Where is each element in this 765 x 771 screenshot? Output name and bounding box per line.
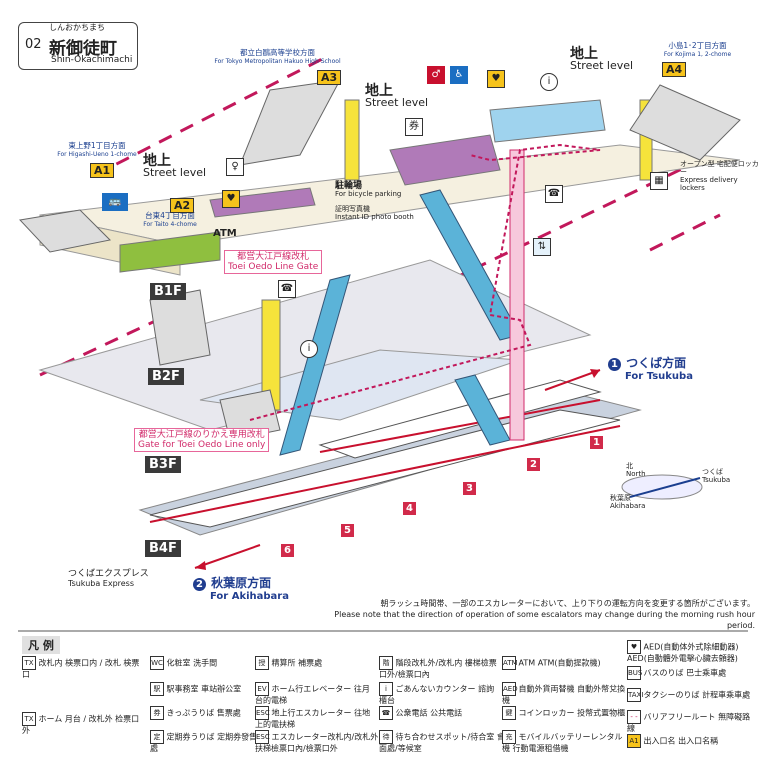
legend-item: BUS バスのりば 巴士乘車處 (627, 666, 757, 680)
legend-item: 鍵 コインロッカー 投幣式置物櫃 (502, 706, 627, 720)
direction-tsukuba: 1 つくば方面 For Tsukuba (608, 352, 693, 382)
exit-a3-badge: A3 (317, 70, 342, 85)
exit-a2-badge: A2 (170, 198, 195, 213)
aed-icon: ♥ (487, 70, 505, 88)
platform-number-6: 6 (281, 544, 294, 557)
arrow-tsukuba (544, 369, 601, 391)
exit-a4-direction: 小島1･2丁目方面 For Kojima 1, 2-chome (663, 41, 732, 58)
photo-room (209, 187, 316, 218)
platform-number-4: 4 (403, 502, 416, 515)
exit-a3-direction: 都立白鷗高等学校方面 For Tokyo Metropolitan Hakuo … (214, 48, 341, 65)
ticket-machine-icon: 券 (405, 118, 423, 136)
legend-item: - - バリアフリールート 無障礙路線 (627, 710, 757, 733)
street-room-a3 (389, 134, 501, 186)
legend-item: ESC エスカレーター改札内/改札外 電扶梯檢票口內/檢票口外 (255, 730, 390, 753)
legend-item: ♥ AED(自動体外式除細動器) AED(自動體外電擊心臟去顫器) (627, 640, 762, 663)
legend-item: 授 精算所 補票處 (255, 656, 375, 670)
photo-booth-label: 証明写真機 Instant ID photo booth (335, 205, 414, 221)
legend-grid: TX 改札内 検票口内 / 改札 検票口 TX ホーム 月台 / 改札外 检票口… (22, 640, 762, 768)
bicycle-parking-label: 駐輪場 For bicycle parking (335, 181, 402, 199)
escalator-b2-b4 (279, 274, 351, 456)
delivery-lockers-label: オープン型 宅配便ロッカー Express delivery lockers (680, 160, 759, 192)
station-name-en: Shin-Okachimachi (51, 55, 133, 65)
platform-number-1: 1 (590, 436, 603, 449)
elevator-shaft-a3 (344, 99, 360, 181)
legend-item: 階 階段改札外/改札内 樓梯檢票口外/檢票口內 (379, 656, 499, 679)
platform-number-3: 3 (463, 482, 476, 495)
escalator-note: 朝ラッシュ時間帯、一部のエスカレーターにおいて、上り下りの運転方向を変更する箇所… (334, 599, 755, 630)
station-name-jp: 新御徒町 (49, 39, 117, 59)
phone-icon: ☎ (545, 185, 563, 203)
legend-item: A1 出入口名 出入口名稱 (627, 734, 757, 748)
station-map (18, 53, 741, 570)
tsukuba-express-label: つくばエクスプレス Tsukuba Express (68, 569, 149, 588)
toilet-icon-a2: ♀ (226, 158, 244, 176)
legend-item: WC 化粧室 洗手間 (150, 656, 260, 670)
info-icon-b2: i (300, 340, 318, 358)
a2-room (119, 231, 221, 273)
elevator-icon: ⇅ (533, 238, 551, 256)
stairs-b2-b3 (219, 389, 281, 441)
bus-icon: 🚌 (102, 193, 128, 211)
platform-number-5: 5 (341, 524, 354, 537)
elevator-shaft-main (509, 149, 525, 441)
toilet-icon: ♂ (427, 66, 445, 84)
direction-akihabara: 2 秋葉原方面 For Akihabara (193, 572, 289, 602)
legend-item: 券 きっぷうりば 售票處 (150, 706, 260, 720)
legend-item: ESC 地上行エスカレーター 往地上的電扶梯 (255, 706, 375, 729)
floor-b1f: B1F (150, 283, 186, 300)
floor-b3f: B3F (145, 456, 181, 473)
legend-item: i ごあんないカウンター 諮詢櫃台 (379, 682, 499, 705)
legend-item: 充 モバイルバッテリーレンタル機 行動電源租借機 (502, 730, 627, 753)
wheelchair-icon: ♿ (450, 66, 468, 84)
station-code: 02 (25, 37, 42, 52)
exit-a4-badge: A4 (662, 62, 687, 77)
exit-a1-badge: A1 (90, 163, 115, 178)
floor-b2f: B2F (148, 368, 184, 385)
legend-item: TAXI タクシーのりば 計程車乘車處 (627, 688, 757, 702)
platform-number-2: 2 (527, 458, 540, 471)
stairs-a1 (18, 209, 112, 253)
legend-title: 凡 例 (22, 636, 60, 654)
legend-item: 定 定期券うりば 定期券發售處 (150, 730, 260, 753)
legend-item: 待 待ち合わせスポット/待合室 會面處/等候室 (379, 730, 509, 753)
stairs-a3 (239, 79, 341, 166)
legend-item: TX 改札内 検票口内 / 改札 検票口 (22, 656, 147, 679)
stairs-b1-b2 (149, 289, 211, 366)
legend-item: EV ホーム行エレベーター 往月台的電梯 (255, 682, 375, 705)
street-line (94, 53, 331, 177)
aed-icon-a2: ♥ (222, 190, 240, 208)
legend-item: ATM ATM ATM(自動提款機) (502, 656, 627, 670)
barrier-free-route (249, 143, 601, 421)
legend-item: ☎ 公衆電話 公共電話 (379, 706, 499, 720)
legend-item: TX ホーム 月台 / 改札外 检票口外 (22, 712, 147, 735)
legend-item: 駅 駅事務室 車站辦公室 (150, 682, 260, 696)
station-ruby: しんおかちまち (49, 23, 105, 32)
atm-label: ATM (213, 228, 237, 239)
a4-service-room (489, 99, 606, 143)
legend-divider (18, 630, 748, 632)
info-icon: i (540, 73, 558, 91)
phone-icon-b1: ☎ (278, 280, 296, 298)
floor-b4f: B4F (145, 540, 181, 557)
exit-a1-direction: 東上野1丁目方面 For Higashi-Ueno 1-chome (57, 141, 137, 158)
legend-item: AED 自動外貨両替機 自動外幣兌換機 (502, 682, 627, 705)
compass-tsukuba: つくば Tsukuba (702, 468, 731, 484)
exit-a2-direction: 台東4丁目方面 For Taito 4-chome (143, 211, 197, 228)
arrow-akihabara (194, 544, 261, 569)
stairs-a4 (629, 84, 741, 161)
station-title-box: しんおかちまち 02 新御徒町 Shin-Okachimachi (18, 22, 138, 70)
compass-akihabara: 秋葉原 Akihabara (610, 494, 646, 510)
locker-icon: ▦ (650, 172, 668, 190)
